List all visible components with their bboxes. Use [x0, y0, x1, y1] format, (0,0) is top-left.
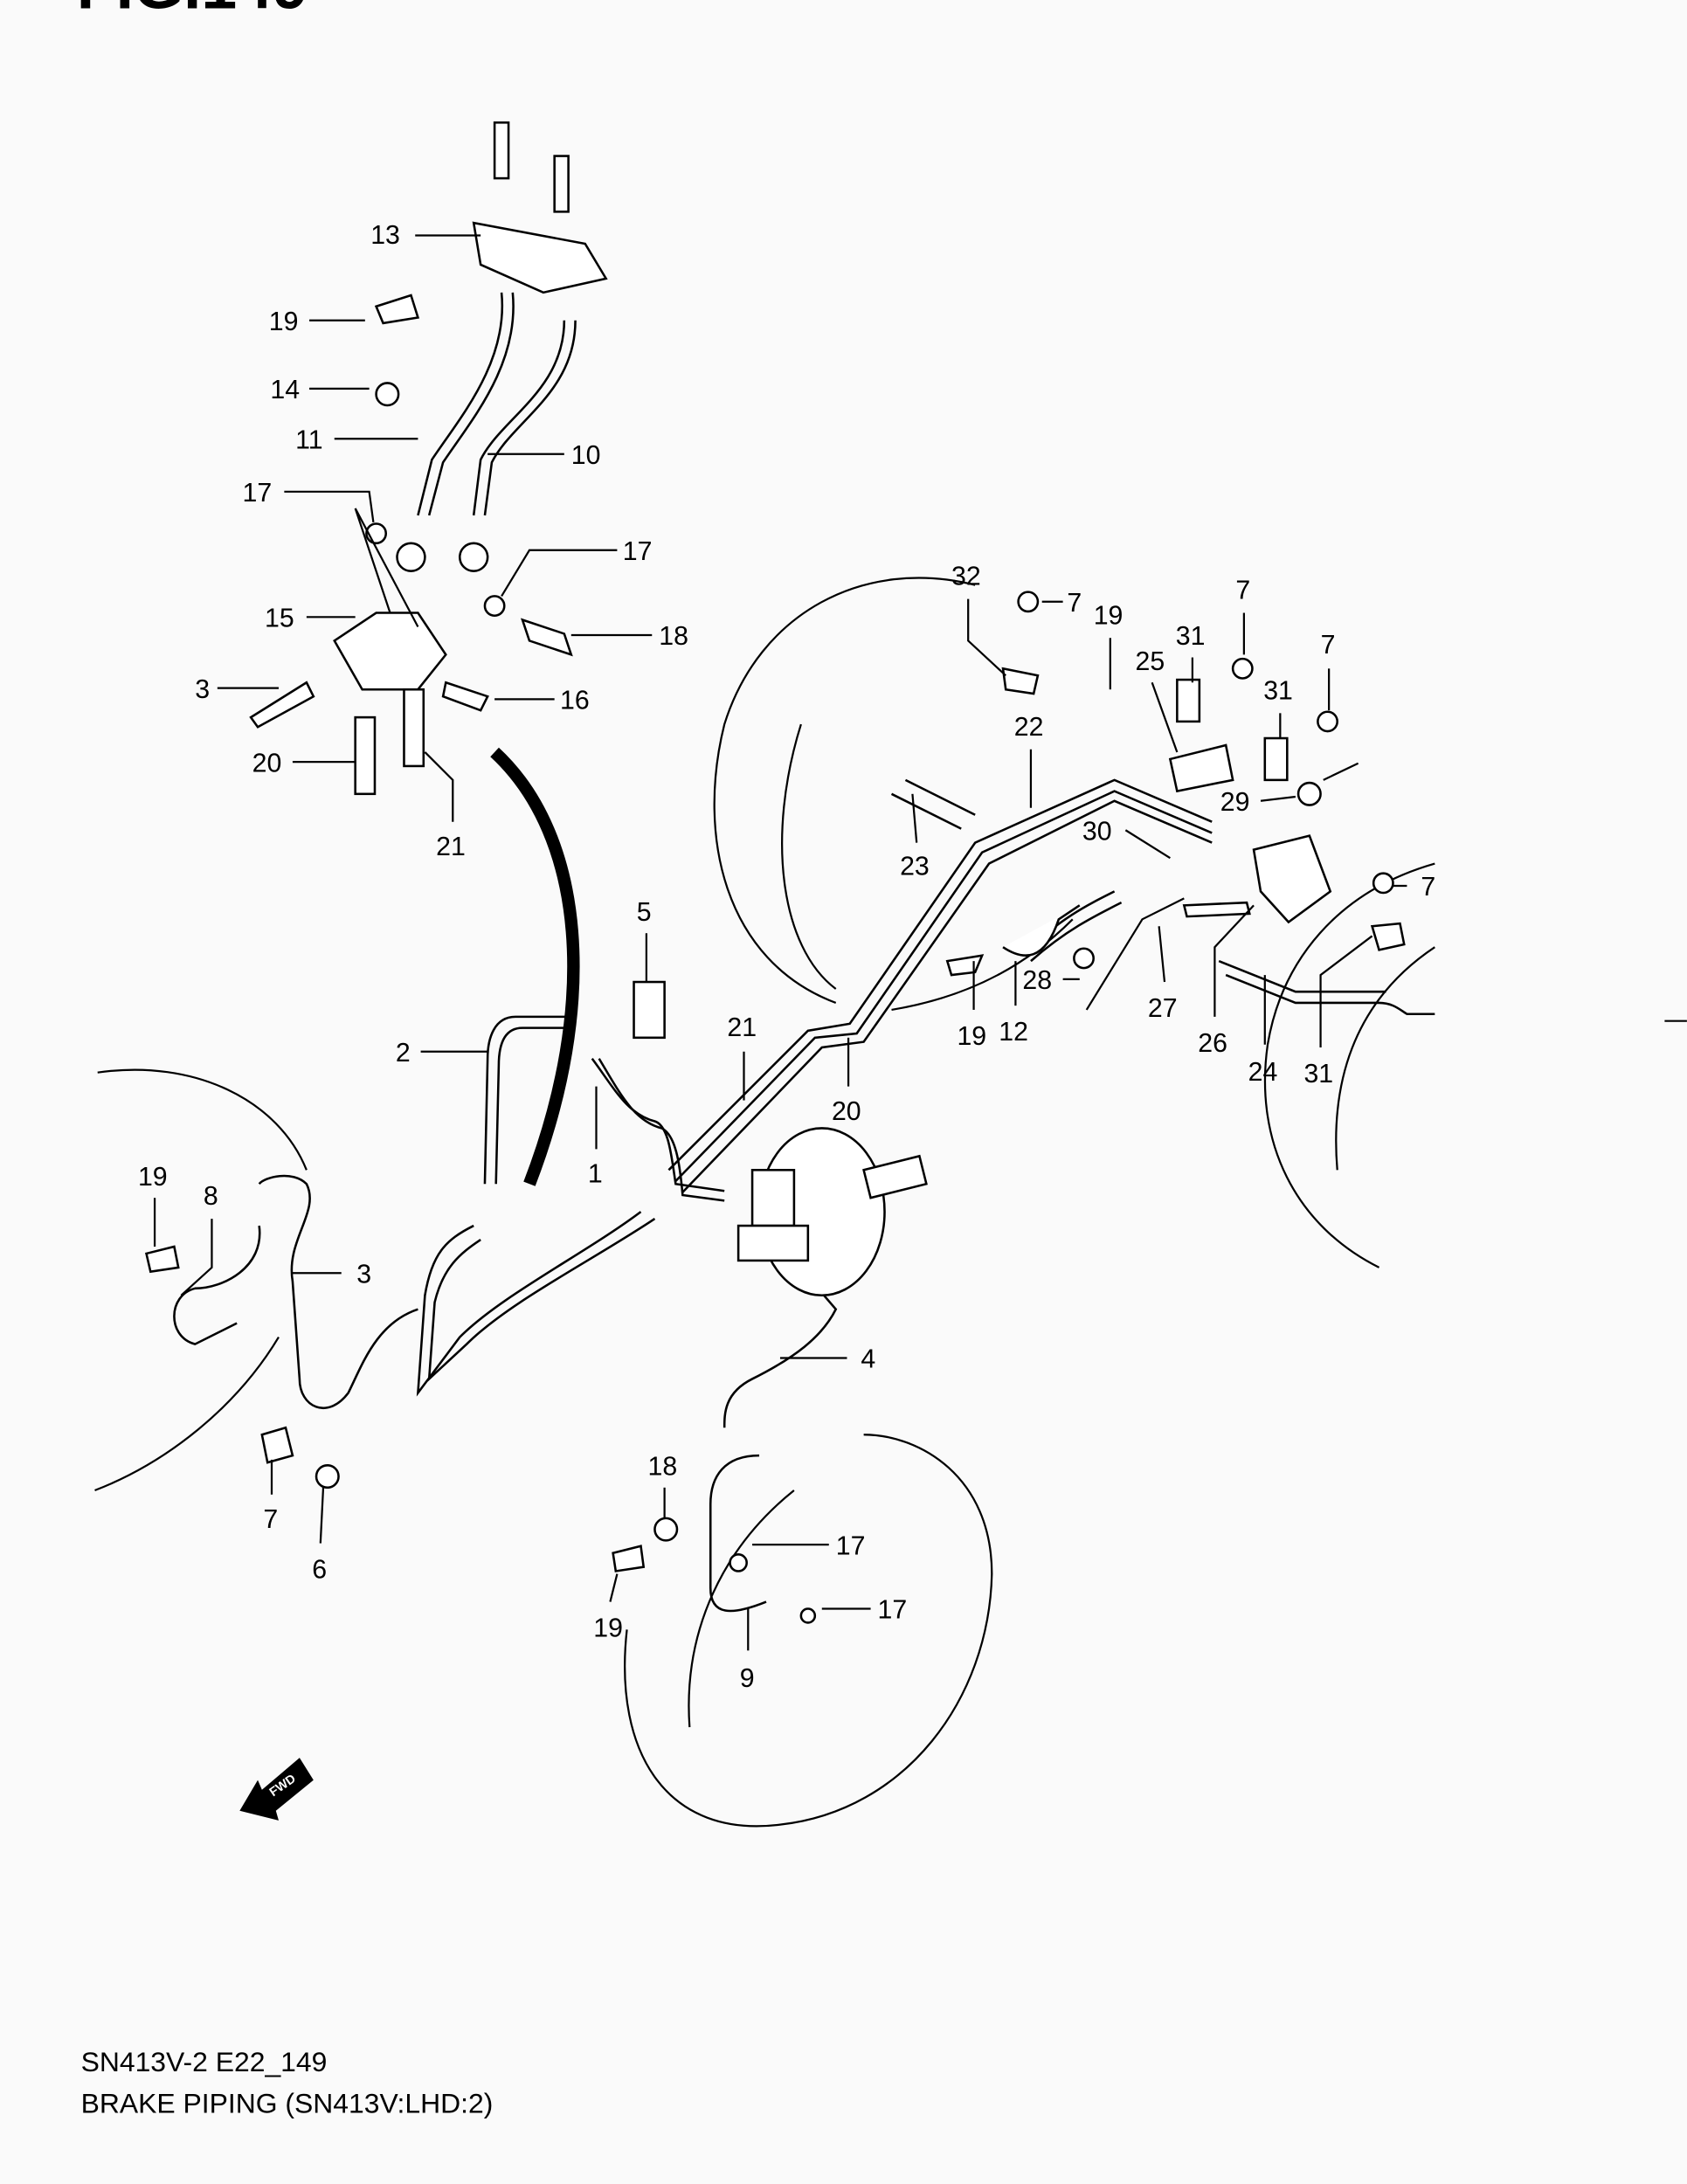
callout-27: 27: [1148, 994, 1178, 1023]
callout-3: 3: [356, 1260, 371, 1289]
callout-20: 20: [832, 1097, 861, 1126]
callout-31: 31: [1176, 622, 1206, 651]
leader-lines: [153, 234, 1407, 1651]
callout-6: 6: [312, 1555, 327, 1584]
callout-18: 18: [647, 1452, 677, 1481]
callout-8: 8: [204, 1182, 218, 1211]
callout-11: 11: [295, 425, 322, 454]
callout-26: 26: [1198, 1029, 1227, 1058]
tire-outlines: [94, 577, 1435, 1828]
bundle-hose: [490, 747, 580, 1186]
callout-28: 28: [1022, 966, 1052, 995]
callout-2: 2: [396, 1039, 411, 1068]
callout-12: 12: [999, 1018, 1028, 1047]
callout-18: 18: [659, 622, 688, 651]
callout-21: 21: [727, 1013, 757, 1042]
callout-10: 10: [571, 441, 601, 470]
brake-pipes: [258, 778, 1435, 1428]
callout-21: 21: [436, 833, 466, 861]
callout-31: 31: [1303, 1060, 1333, 1089]
callout-17: 17: [243, 479, 273, 508]
callout-19: 19: [269, 308, 299, 336]
callout-7: 7: [1321, 631, 1336, 660]
diagram-code: SN413V-2 E22_149: [81, 2046, 328, 2077]
fwd-arrow: FWD: [239, 1758, 314, 1821]
callout-3: 3: [195, 675, 210, 704]
callout-30: 30: [1082, 817, 1112, 846]
callout-16: 16: [560, 687, 590, 715]
callout-17: 17: [623, 537, 653, 566]
callout-19: 19: [138, 1163, 168, 1192]
callout-13: 13: [370, 221, 400, 250]
lower-parts: [144, 1225, 817, 1624]
callout-5: 5: [637, 898, 652, 927]
callout-23: 23: [900, 852, 930, 881]
callout-4: 4: [861, 1345, 875, 1374]
diagram-name: BRAKE PIPING (SN413V:LHD:2): [81, 2088, 494, 2119]
callout-32: 32: [951, 563, 981, 591]
callout-19: 19: [593, 1614, 623, 1642]
callout-17: 17: [836, 1531, 866, 1560]
callout-29: 29: [1220, 788, 1250, 817]
callout-25: 25: [1136, 647, 1165, 676]
callout-19: 19: [957, 1022, 986, 1051]
callout-15: 15: [265, 604, 294, 632]
callout-20: 20: [252, 749, 282, 778]
callout-7: 7: [1067, 589, 1082, 618]
callout-17: 17: [878, 1596, 908, 1625]
callout-7: 7: [1421, 873, 1435, 902]
front-hoses: [249, 121, 666, 1040]
callout-14: 14: [270, 376, 300, 404]
figure-title: FIG.149: [77, 0, 308, 23]
rear-parts: [945, 591, 1406, 977]
callout-labels: 13 19 14 11 10 17 17 15 18 3 16 20 21 5 …: [138, 221, 1435, 1693]
callout-31: 31: [1263, 676, 1293, 705]
callout-7: 7: [1235, 577, 1250, 605]
brake-booster: [736, 1127, 928, 1297]
callout-9: 9: [740, 1664, 755, 1693]
callout-24: 24: [1248, 1058, 1278, 1087]
callout-1: 1: [588, 1160, 603, 1189]
callout-7: 7: [263, 1505, 278, 1534]
callout-22: 22: [1014, 713, 1044, 742]
callout-19: 19: [1094, 601, 1124, 630]
